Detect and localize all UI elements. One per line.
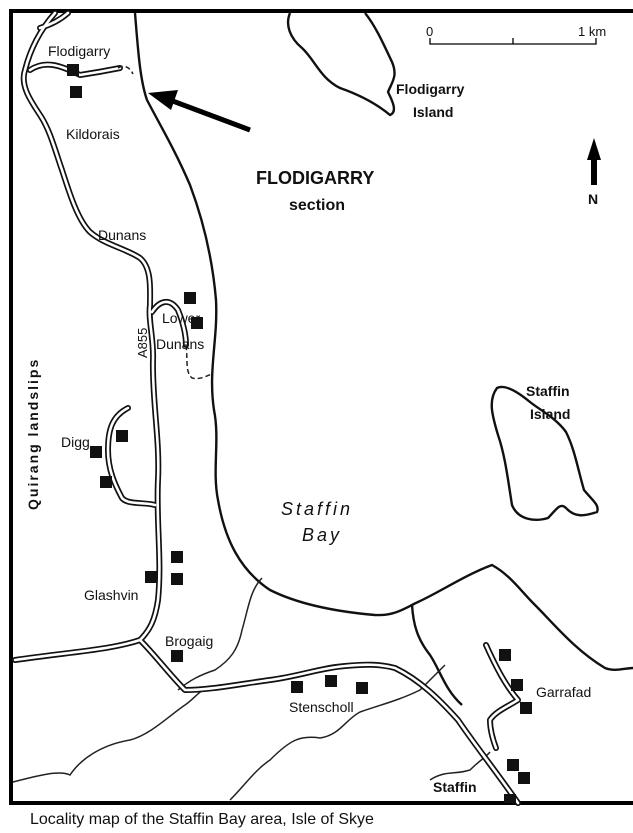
coastline (133, 12, 633, 706)
figure-caption: Locality map of the Staffin Bay area, Is… (30, 811, 374, 828)
label-glashvin: Glashvin (84, 587, 138, 603)
settlement-marker (511, 679, 523, 691)
label-flodigarry-island: Flodigarry (396, 81, 465, 97)
label-lower-dunans-2: Dunans (156, 336, 204, 352)
label-quirang-landslips: Quirang landslips (25, 358, 41, 510)
coast-main (133, 12, 633, 671)
label-staffin-island-2: Island (530, 406, 570, 422)
north-label: N (588, 191, 598, 207)
roads (12, 10, 521, 806)
label-staffin-island: Staffin (526, 383, 570, 399)
settlement-marker (145, 571, 157, 583)
coast-river (410, 603, 463, 706)
label-flodigarry-island-2: Island (413, 104, 453, 120)
label-flodigarry: Flodigarry (48, 43, 110, 59)
label-flodigarry-section: FLODIGARRY (256, 168, 374, 188)
settlement-marker (507, 759, 519, 771)
label-lower-dunans: Lower (162, 310, 200, 326)
scale-zero: 0 (426, 24, 433, 39)
label-dunans: Dunans (98, 227, 146, 243)
settlement-marker (518, 772, 530, 784)
label-digg: Digg (61, 434, 90, 450)
settlement-marker (116, 430, 128, 442)
settlement-marker (191, 317, 203, 329)
north-arrow-icon (587, 138, 601, 185)
scale-max: 1 km (578, 24, 606, 39)
settlement-marker (504, 794, 516, 803)
label-garrafad: Garrafad (536, 684, 591, 700)
label-staffin-bay: Staffin (281, 499, 353, 519)
settlement-marker (100, 476, 112, 488)
settlement-marker (520, 702, 532, 714)
staffin-island (490, 385, 599, 521)
label-a855: A855 (135, 328, 150, 358)
flodigarry-island (286, 12, 396, 117)
label-kildorais: Kildorais (66, 126, 120, 142)
settlement-marker (325, 675, 337, 687)
label-stenscholl: Stenscholl (289, 699, 354, 715)
settlement-marker (70, 86, 82, 98)
scale-bar (429, 38, 597, 45)
settlement-marker (499, 649, 511, 661)
settlement-marker (171, 551, 183, 563)
label-staffin: Staffin (433, 779, 477, 795)
tracks (117, 65, 213, 380)
label-brogaig: Brogaig (165, 633, 213, 649)
settlement-marker (184, 292, 196, 304)
streams (12, 577, 491, 801)
settlement-marker (171, 650, 183, 662)
settlement-marker (90, 446, 102, 458)
label-staffin-bay-2: Bay (302, 525, 342, 545)
map-frame (9, 9, 633, 805)
place-labels: Flodigarry Kildorais Flodigarry Island F… (25, 43, 591, 795)
label-section: section (289, 197, 345, 214)
settlements (67, 64, 532, 803)
settlement-marker (291, 681, 303, 693)
settlement-marker (67, 64, 79, 76)
settlement-marker (356, 682, 368, 694)
section-arrow-icon (148, 90, 251, 133)
settlement-marker (171, 573, 183, 585)
